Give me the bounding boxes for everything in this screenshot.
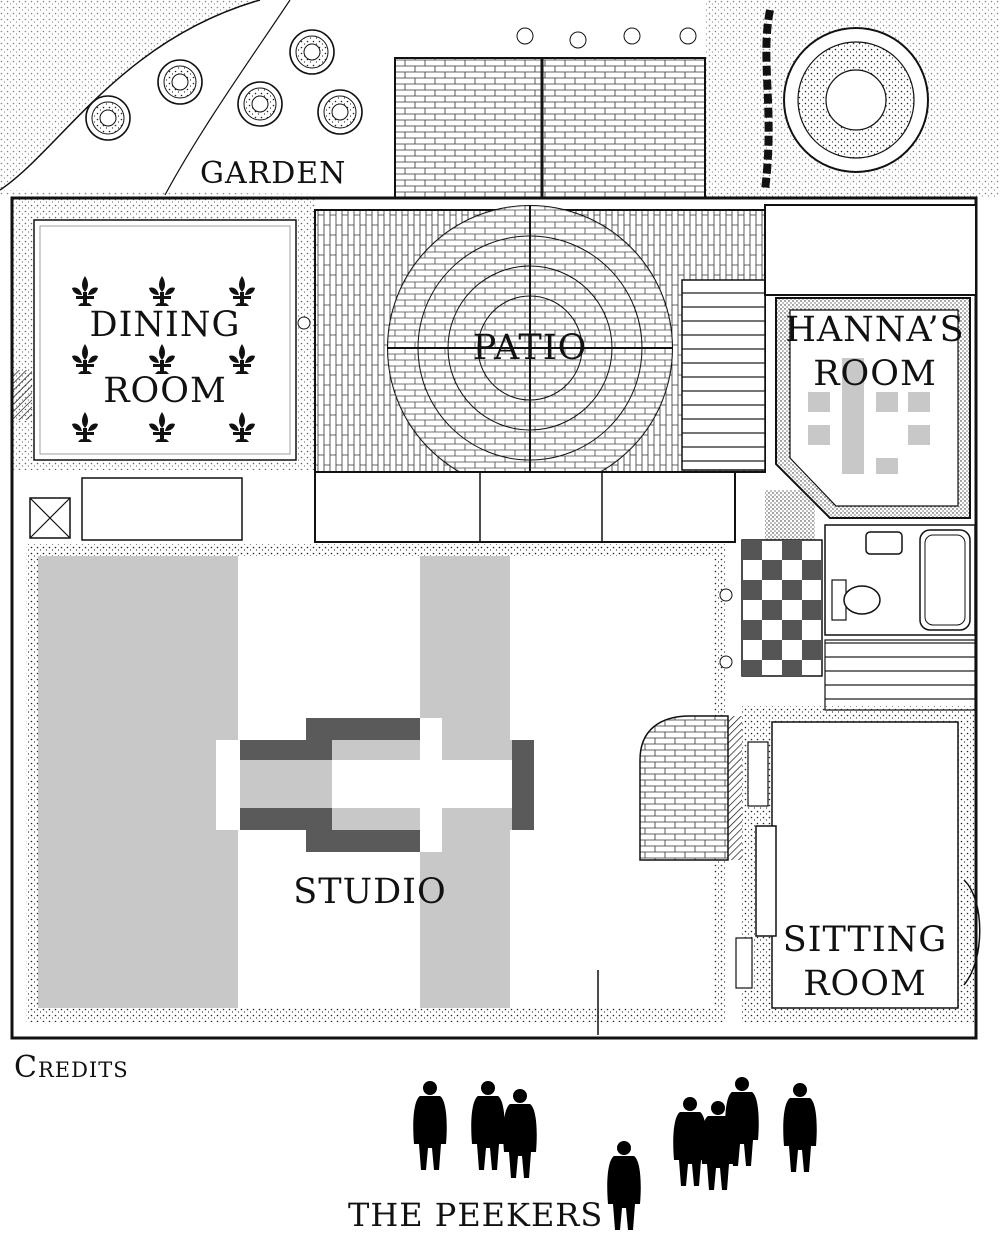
shrub-icon bbox=[85, 95, 131, 141]
peekers-label[interactable]: THE PEEKERS bbox=[348, 1196, 604, 1234]
studio-floor-cross-icon bbox=[216, 718, 534, 852]
dining-room-hotspot[interactable]: DINING ROOM bbox=[60, 305, 270, 415]
hanna-floor-cross-icon bbox=[808, 358, 930, 474]
hanna-room-label-line2: ROOM bbox=[813, 354, 937, 394]
peeker-icon[interactable] bbox=[471, 1081, 505, 1170]
peeker-icon[interactable] bbox=[413, 1081, 447, 1170]
sitting-room-area bbox=[735, 706, 981, 1022]
bathroom-area bbox=[824, 524, 976, 711]
patio-area bbox=[314, 205, 766, 543]
hanna-room-area bbox=[764, 204, 977, 519]
credits-link[interactable]: Credits bbox=[14, 1050, 129, 1085]
hanna-room-label-line1: HANNA’S bbox=[785, 310, 965, 350]
shrub-icon bbox=[317, 89, 363, 135]
peeker-icon[interactable] bbox=[783, 1083, 817, 1172]
dining-room-label-line1: DINING bbox=[89, 305, 241, 345]
sitting-room-label-line2: ROOM bbox=[803, 964, 927, 1004]
patio-upper-paving bbox=[394, 57, 706, 199]
shrub-icon bbox=[157, 59, 203, 105]
hallway-checker bbox=[741, 490, 823, 677]
shrub-icon bbox=[237, 81, 283, 127]
studio-label[interactable]: STUDIO bbox=[293, 872, 447, 912]
shrub-icon bbox=[289, 29, 335, 75]
patio-label[interactable]: PATIO bbox=[472, 328, 588, 368]
large-tree-icon bbox=[783, 27, 929, 173]
garden-area bbox=[0, 0, 1000, 198]
dining-room-label-line2: ROOM bbox=[103, 371, 227, 411]
hanna-room-hotspot[interactable]: HANNA’S ROOM bbox=[780, 310, 970, 394]
sitting-room-hotspot[interactable]: SITTING ROOM bbox=[770, 920, 960, 1006]
sitting-room-label-line1: SITTING bbox=[782, 920, 948, 960]
peeker-icon[interactable] bbox=[607, 1141, 641, 1230]
peeker-icon[interactable] bbox=[503, 1089, 537, 1178]
garden-label[interactable]: GARDEN bbox=[200, 156, 347, 191]
dining-room-area bbox=[12, 198, 315, 541]
studio-area bbox=[26, 316, 742, 1035]
